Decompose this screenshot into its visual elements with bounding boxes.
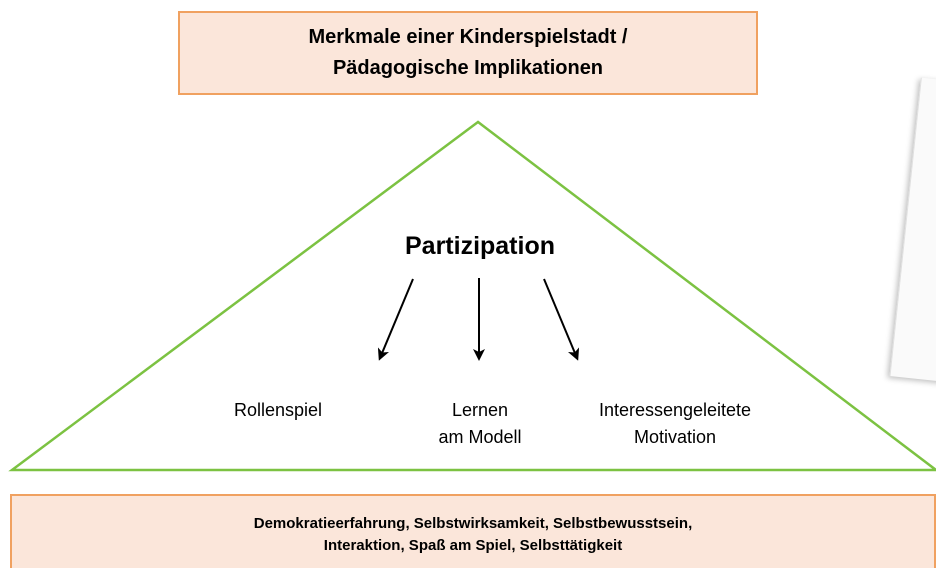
partizipation-label: Partizipation: [404, 232, 555, 260]
arrow-right: [543, 278, 580, 361]
rollenspiel-line-1: Rollenspiel: [233, 400, 323, 420]
arrow-left: [377, 278, 414, 361]
motivation-line-1: Interessengeleitete: [598, 400, 752, 420]
footer-box: Demokratieerfahrung, Selbstwirksamkeit, …: [10, 494, 936, 568]
rollenspiel-label: Rollenspiel: [208, 397, 348, 424]
motivation-line-2: Motivation: [633, 427, 717, 447]
title-box: Merkmale einer Kinderspielstadt / Pädago…: [178, 11, 758, 95]
triangle-shape: [8, 120, 936, 472]
motivation-label: Interessengeleitete Motivation: [560, 397, 790, 451]
footer-line-1: Demokratieerfahrung, Selbstwirksamkeit, …: [253, 515, 693, 532]
lernen-line-1: Lernen: [451, 400, 509, 420]
title-line-1: Merkmale einer Kinderspielstadt /: [308, 26, 628, 48]
title-line-2: Pädagogische Implikationen: [332, 57, 604, 79]
lernen-line-2: am Modell: [438, 427, 522, 447]
footer-line-2: Interaktion, Spaß am Spiel, Selbsttätigk…: [323, 537, 623, 554]
lernen-label: Lernen am Modell: [400, 397, 560, 451]
